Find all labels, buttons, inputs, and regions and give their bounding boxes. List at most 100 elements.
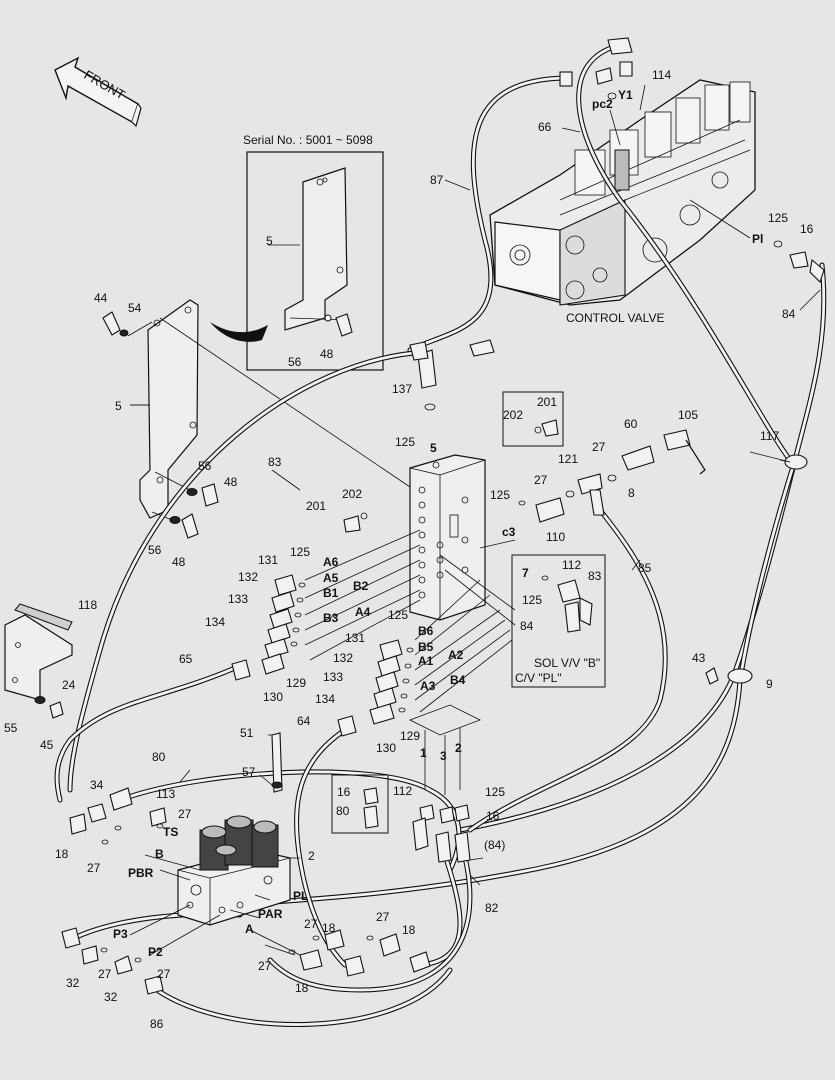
part-label-n125f: 125: [522, 593, 542, 607]
part-label-n125e: 125: [388, 608, 408, 622]
hoses: [54, 42, 827, 1028]
part-label-n32a: 32: [66, 976, 80, 990]
part-label-n45: 45: [40, 738, 54, 752]
part-label-n131b: 131: [345, 631, 365, 645]
part-label-n114: 114: [652, 68, 671, 82]
part-label-n48a: 48: [320, 347, 334, 361]
part-label-n80a: 80: [152, 750, 166, 764]
part-label-n129b: 129: [400, 729, 420, 743]
part-label-n82: 82: [485, 901, 499, 915]
clamp-117: [784, 454, 808, 470]
part-label-n18b: 18: [322, 921, 336, 935]
part-label-npc2: pc2: [592, 97, 613, 111]
inset-pointer: [210, 322, 268, 342]
part-label-n34: 34: [90, 778, 104, 792]
part-label-n84a: 84: [782, 307, 796, 321]
part-labels: 114Y1pc2668712516Pl845564844545564856481…: [4, 68, 814, 1031]
part-label-n1: 1: [420, 746, 427, 760]
part-label-n55: 55: [4, 721, 18, 735]
part-label-n113: 113: [156, 787, 175, 801]
part-label-n201a: 201: [537, 395, 557, 409]
part-label-nY1: Y1: [618, 88, 633, 102]
part-label-nB2: B2: [353, 579, 369, 593]
part-label-n27g: 27: [98, 967, 112, 981]
part-label-n129a: 129: [286, 676, 306, 690]
part-label-n201b: 201: [306, 499, 326, 513]
washer-57: [271, 781, 283, 789]
part-label-n27f: 27: [376, 910, 390, 924]
part-label-n27d: 27: [87, 861, 101, 875]
part-label-n105: 105: [678, 408, 698, 422]
part-label-nc3: c3: [502, 525, 516, 539]
part-label-n7: 7: [522, 566, 529, 580]
part-label-nP3: P3: [113, 927, 128, 941]
part-label-n27h: 27: [157, 967, 171, 981]
part-label-nA2: A2: [448, 648, 464, 662]
part-label-n83a: 83: [268, 455, 282, 469]
part-label-n48c: 48: [172, 555, 186, 569]
front-arrow: FRONT: [54, 56, 142, 128]
part-label-n66: 66: [538, 120, 552, 134]
part-label-n80b: 80: [336, 804, 350, 818]
part-label-n48b: 48: [224, 475, 238, 489]
part-label-nPL: PL: [293, 889, 308, 903]
part-label-n56b: 56: [198, 459, 212, 473]
pilot-valve-block: [177, 815, 291, 926]
sol-vv-label: SOL V/V "B": [534, 656, 600, 670]
part-label-n5b: 5: [115, 399, 122, 413]
part-label-n130a: 130: [263, 690, 283, 704]
part-label-n43: 43: [692, 651, 706, 665]
part-label-n5c: 5: [430, 441, 437, 455]
part-label-n24: 24: [62, 678, 76, 692]
part-label-n118: 118: [78, 598, 97, 612]
bolt-51: [271, 732, 283, 793]
part-label-n27c: 27: [178, 807, 192, 821]
part-label-n121: 121: [558, 452, 578, 466]
part-label-n202b: 202: [342, 487, 362, 501]
part-label-n133a: 133: [228, 592, 248, 606]
part-label-n125g: 125: [485, 785, 505, 799]
part-label-n18d: 18: [295, 981, 309, 995]
part-label-nB3: B3: [323, 611, 339, 625]
control-valve-label: CONTROL VALVE: [566, 311, 664, 325]
serial-top-caption: Serial No. : 5001 ~ 5098: [243, 133, 373, 147]
part-label-n56a: 56: [288, 355, 302, 369]
part-label-nB6: B6: [418, 624, 434, 638]
part-label-n132a: 132: [238, 570, 258, 584]
fitting-stack-upper: [261, 574, 306, 675]
part-label-n16a: 16: [800, 222, 814, 236]
inset-16-80: [331, 774, 389, 834]
part-label-n125d: 125: [290, 545, 310, 559]
part-label-n132b: 132: [333, 651, 353, 665]
part-label-n112a: 112: [562, 558, 581, 572]
part-label-n8: 8: [628, 486, 635, 500]
part-label-n84c: (84): [484, 838, 505, 852]
leader-lines: [129, 84, 821, 956]
manifold-block: [409, 454, 486, 621]
part-label-n54: 54: [128, 301, 142, 315]
bolt-43: [705, 667, 719, 685]
part-label-nTS: TS: [163, 825, 178, 839]
part-label-n44: 44: [94, 291, 108, 305]
part-label-nA1: A1: [418, 654, 434, 668]
part-label-nA4: A4: [355, 605, 371, 619]
part-label-n137: 137: [392, 382, 412, 396]
bracket-plate-5: [102, 299, 219, 539]
part-label-n9: 9: [766, 677, 773, 691]
part-label-n133b: 133: [323, 670, 343, 684]
cv-pl-label: C/V "PL": [515, 671, 562, 685]
part-label-n86: 86: [150, 1017, 164, 1031]
part-label-n2: 2: [308, 849, 315, 863]
part-label-n125b: 125: [395, 435, 415, 449]
part-label-n18c: 18: [402, 923, 416, 937]
part-label-nB5: B5: [418, 640, 434, 654]
bracket-118-24: [4, 603, 73, 719]
port-plate: [409, 704, 481, 824]
part-label-n87: 87: [430, 173, 444, 187]
part-label-n57: 57: [242, 765, 256, 779]
part-label-n134b: 134: [315, 692, 335, 706]
manifold-leaders: [304, 529, 516, 713]
part-label-nP2: P2: [148, 945, 163, 959]
part-label-nA5: A5: [323, 571, 339, 585]
